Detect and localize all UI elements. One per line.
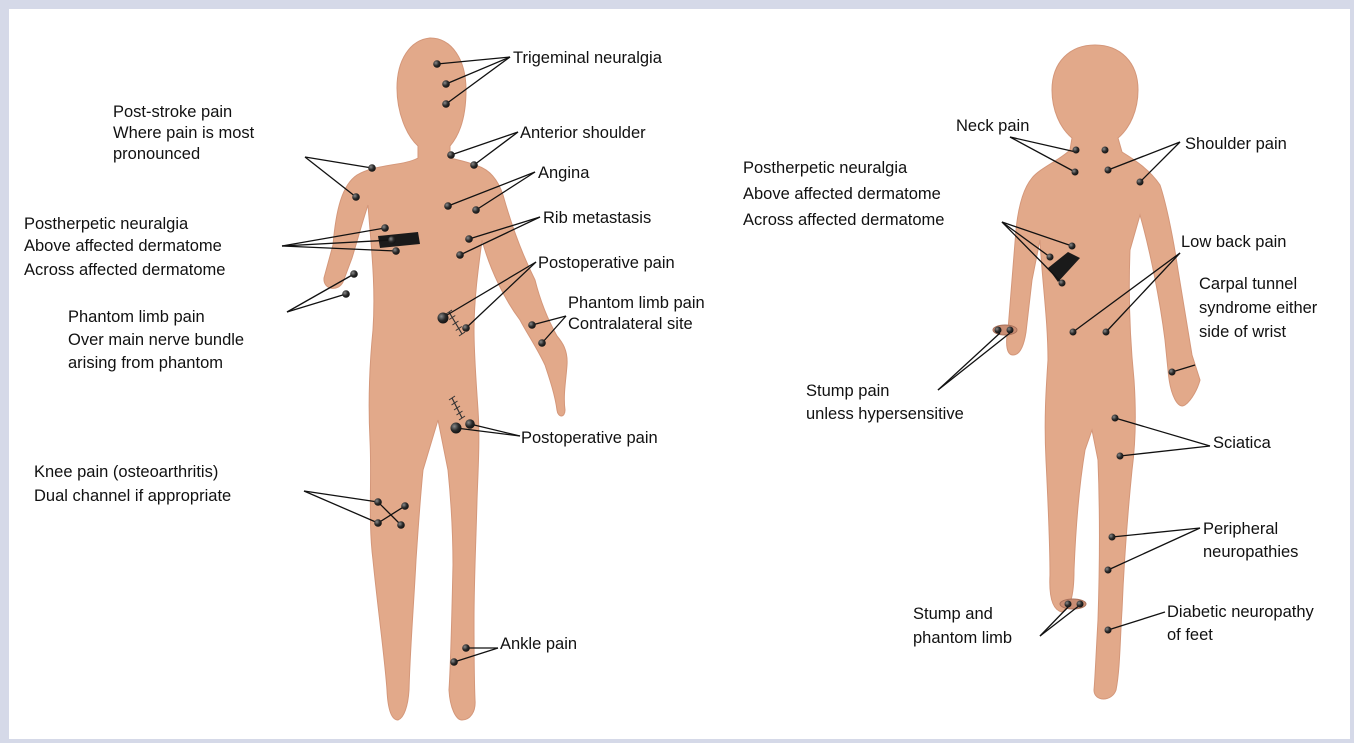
electrode (456, 251, 464, 259)
electrode (462, 644, 470, 652)
electrode (442, 80, 450, 88)
electrode (444, 202, 452, 210)
leader-line (1040, 605, 1070, 636)
label-trigeminal-neuralgia: Trigeminal neuralgia (513, 48, 662, 68)
electrode (1007, 327, 1014, 334)
electrode (352, 193, 360, 201)
electrode (374, 519, 382, 527)
electrode (1047, 254, 1054, 261)
label-rib-metastasis: Rib metastasis (543, 208, 651, 228)
electrode (470, 161, 478, 169)
label-main-nerve-bundle: Over main nerve bundle (68, 330, 244, 350)
electrode (368, 164, 376, 172)
electrode (397, 521, 405, 529)
label-dual-channel: Dual channel if appropriate (34, 486, 231, 506)
electrode (388, 236, 396, 244)
electrode (1112, 415, 1119, 422)
label-phantom-limb-contralateral: Phantom limb pain (568, 293, 705, 313)
electrode (465, 235, 473, 243)
label-post-stroke-detail: Where pain is most (113, 123, 254, 143)
electrode (450, 658, 458, 666)
leader-line (1140, 142, 1180, 182)
label-stump-and: Stump and (913, 604, 993, 624)
label-post-stroke-pain: Post-stroke pain (113, 102, 232, 122)
label-carpal-tunnel: Carpal tunnel (1199, 274, 1297, 294)
electrode (1069, 243, 1076, 250)
leader-line (305, 157, 372, 168)
label-postherpetic-neuralgia-front: Postherpetic neuralgia (24, 214, 188, 234)
electrode (528, 321, 536, 329)
electrode (374, 498, 382, 506)
label-knee-pain: Knee pain (osteoarthritis) (34, 462, 218, 482)
label-sciatica: Sciatica (1213, 433, 1271, 453)
leader-line (1010, 137, 1076, 152)
electrode (442, 100, 450, 108)
leader-line (474, 132, 518, 165)
label-phantom-limb-pain: Phantom limb pain (68, 307, 205, 327)
electrode (1105, 167, 1112, 174)
leader-line (287, 294, 346, 312)
electrode (1102, 147, 1109, 154)
electrode (1105, 627, 1112, 634)
label-angina: Angina (538, 163, 589, 183)
leader-line (304, 491, 378, 523)
electrode (1137, 179, 1144, 186)
leader-line (938, 333, 1010, 390)
label-post-stroke-detail-2: pronounced (113, 144, 200, 164)
label-of-feet: of feet (1167, 625, 1213, 645)
label-postoperative-pain-lower: Postoperative pain (521, 428, 658, 448)
label-phantom-limb: phantom limb (913, 628, 1012, 648)
electrode (342, 290, 350, 298)
label-across-dermatome-front: Across affected dermatome (24, 260, 225, 280)
electrode (401, 502, 409, 510)
electrode-large (438, 313, 449, 324)
label-shoulder-pain: Shoulder pain (1185, 134, 1287, 154)
electrode (1105, 567, 1112, 574)
label-ankle-pain: Ankle pain (500, 634, 577, 654)
electrode (350, 270, 358, 278)
label-postherpetic-neuralgia-back: Postherpetic neuralgia (743, 158, 907, 178)
label-unless-hypersensitive: unless hypersensitive (806, 404, 964, 424)
electrode-large (465, 419, 475, 429)
electrode (995, 327, 1002, 334)
electrode (1077, 601, 1084, 608)
electrode (392, 247, 400, 255)
electrode (1065, 601, 1072, 608)
label-anterior-shoulder: Anterior shoulder (520, 123, 646, 143)
label-peripheral: Peripheral (1203, 519, 1278, 539)
electrode (433, 60, 441, 68)
electrode (1117, 453, 1124, 460)
label-carpal-tunnel-3: side of wrist (1199, 322, 1286, 342)
label-contralateral-site: Contralateral site (568, 314, 693, 334)
leader-line (451, 132, 518, 155)
electrode (472, 206, 480, 214)
electrode (538, 339, 546, 347)
label-above-dermatome-front: Above affected dermatome (24, 236, 222, 256)
label-above-dermatome-back: Above affected dermatome (743, 184, 941, 204)
electrode (1073, 147, 1080, 154)
electrode (381, 224, 389, 232)
electrode (462, 324, 470, 332)
electrode (1103, 329, 1110, 336)
label-carpal-tunnel-2: syndrome either (1199, 298, 1317, 318)
label-stump-pain: Stump pain (806, 381, 889, 401)
label-neck-pain: Neck pain (956, 116, 1029, 136)
electrode (1072, 169, 1079, 176)
electrode (1070, 329, 1077, 336)
electrode (447, 151, 455, 159)
label-postoperative-pain-upper: Postoperative pain (538, 253, 675, 273)
label-diabetic-neuropathy: Diabetic neuropathy (1167, 602, 1314, 622)
label-low-back-pain: Low back pain (1181, 232, 1287, 252)
leader-line (938, 333, 1000, 390)
electrode-large (451, 423, 462, 434)
label-arising-from-phantom: arising from phantom (68, 353, 223, 373)
label-neuropathies: neuropathies (1203, 542, 1298, 562)
leader-line (305, 157, 356, 197)
electrode (1059, 280, 1066, 287)
electrode (1109, 534, 1116, 541)
label-across-dermatome-back: Across affected dermatome (743, 210, 944, 230)
electrode (1169, 369, 1176, 376)
